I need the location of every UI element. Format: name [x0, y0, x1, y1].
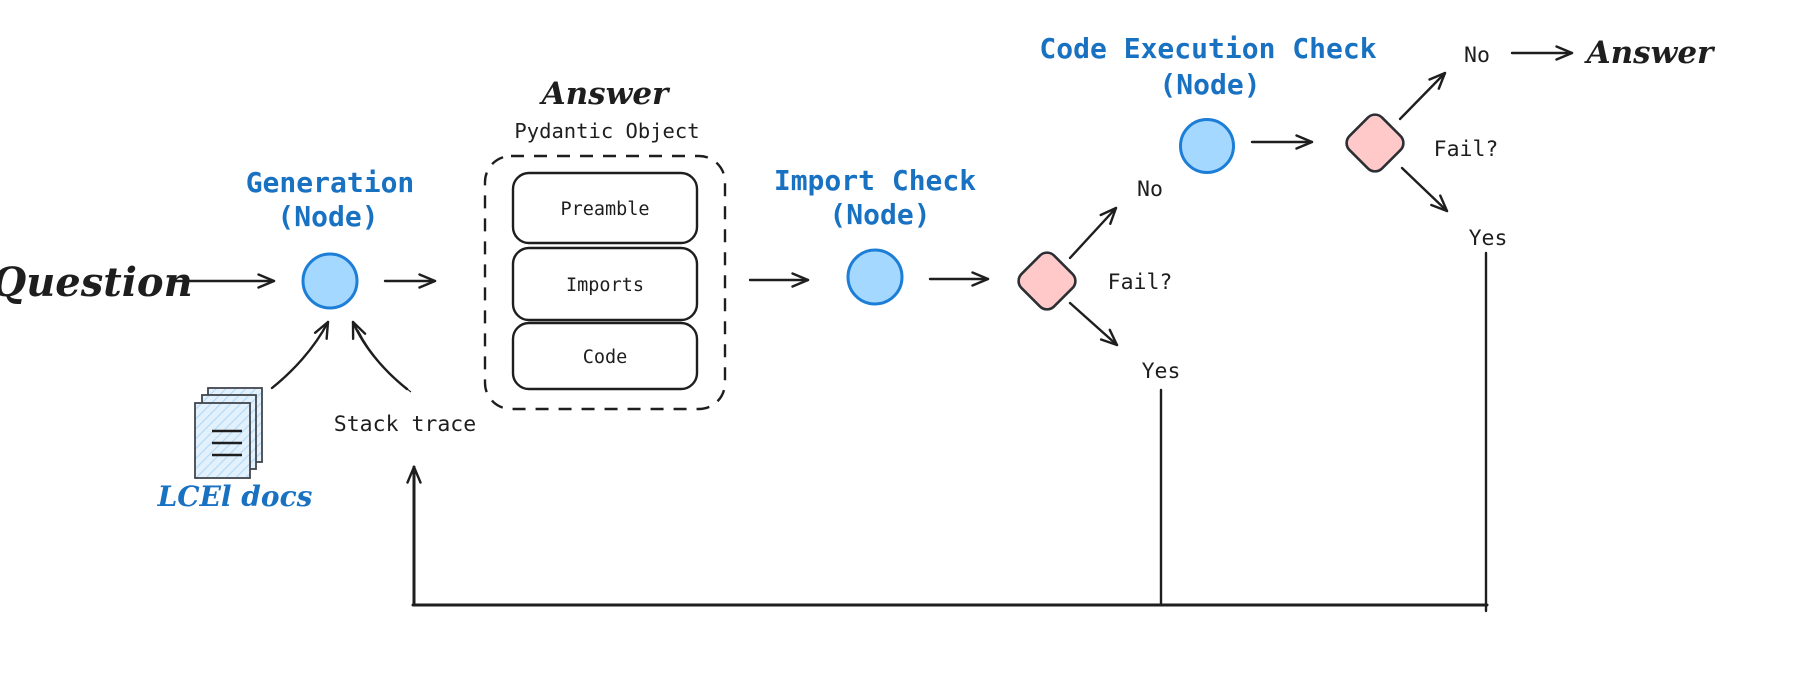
decision1-yes-label: Yes — [1142, 359, 1181, 384]
arrow-lcel-docs-to-generation — [270, 320, 330, 390]
generation-node-subtitle: (Node) — [277, 200, 378, 233]
decision1-no-label: No — [1137, 177, 1163, 202]
decision1-fail-label: Fail? — [1108, 270, 1173, 295]
generation-node-title: Generation — [246, 166, 415, 199]
generation-node-circle — [301, 252, 359, 310]
answer-object-subtitle: Pydantic Object — [514, 119, 699, 143]
decision2-yes-arrow — [1400, 166, 1449, 213]
code-exec-circle — [1179, 118, 1235, 174]
arrow-stack-trace-to-generation — [351, 320, 409, 391]
import-check-circle — [846, 248, 904, 306]
arrow-stack-trace-to-generation-ghost — [357, 329, 412, 393]
field-imports-label: Imports — [566, 275, 644, 296]
field-preamble-label: Preamble — [560, 199, 649, 220]
code-exec-title: Code Execution Check — [1039, 32, 1376, 65]
decision2-diamond — [1345, 113, 1405, 173]
decision1-yes-arrow — [1068, 301, 1119, 347]
import-check-title: Import Check — [774, 164, 976, 197]
field-preamble: Preamble — [511, 171, 699, 245]
code-exec-subtitle: (Node) — [1159, 68, 1260, 101]
decision1-diamond — [1017, 251, 1077, 311]
final-answer-label: Answer — [1584, 35, 1716, 71]
lcel-docs-label: LCEl docs — [157, 480, 313, 513]
decision2-fail-label: Fail? — [1434, 137, 1499, 162]
field-imports: Imports — [511, 246, 699, 322]
field-code: Code — [511, 321, 699, 391]
field-code-label: Code — [583, 347, 628, 368]
decision1-no-arrow — [1068, 206, 1118, 260]
import-check-subtitle: (Node) — [829, 198, 930, 231]
decision2-no-label: No — [1464, 43, 1490, 68]
decision2-no-arrow — [1398, 71, 1447, 121]
decision2-yes-label: Yes — [1469, 226, 1508, 251]
answer-object-container — [483, 154, 727, 411]
answer-object-title: Answer — [539, 76, 671, 112]
question-label: Question — [0, 259, 193, 306]
stack-trace-label: Stack trace — [334, 412, 476, 437]
lcel-docs-icon — [194, 387, 263, 479]
